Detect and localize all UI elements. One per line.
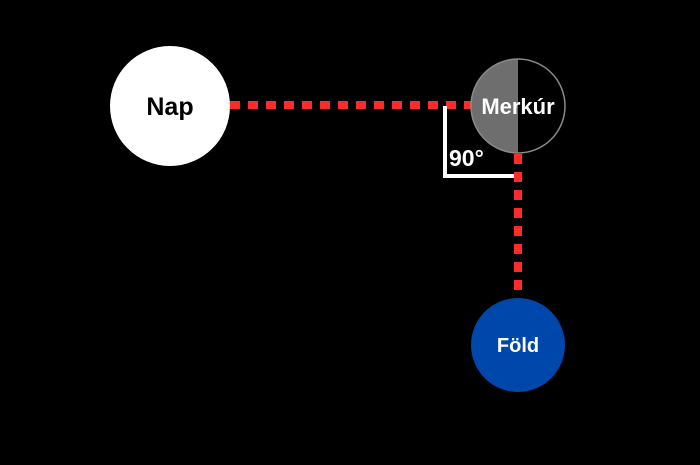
mercury-lit-half <box>471 59 518 153</box>
sun-label: Nap <box>146 93 193 121</box>
angle-label: 90° <box>449 145 484 171</box>
mercury-rim <box>470 58 566 154</box>
mercury-body <box>470 58 566 154</box>
right-angle-marker <box>443 106 514 178</box>
earth-label: Föld <box>497 335 539 357</box>
mercury-label: Merkúr <box>481 94 555 119</box>
earth-circle <box>471 298 565 392</box>
mercury-dark-half <box>518 59 565 153</box>
sun-circle <box>110 46 230 166</box>
